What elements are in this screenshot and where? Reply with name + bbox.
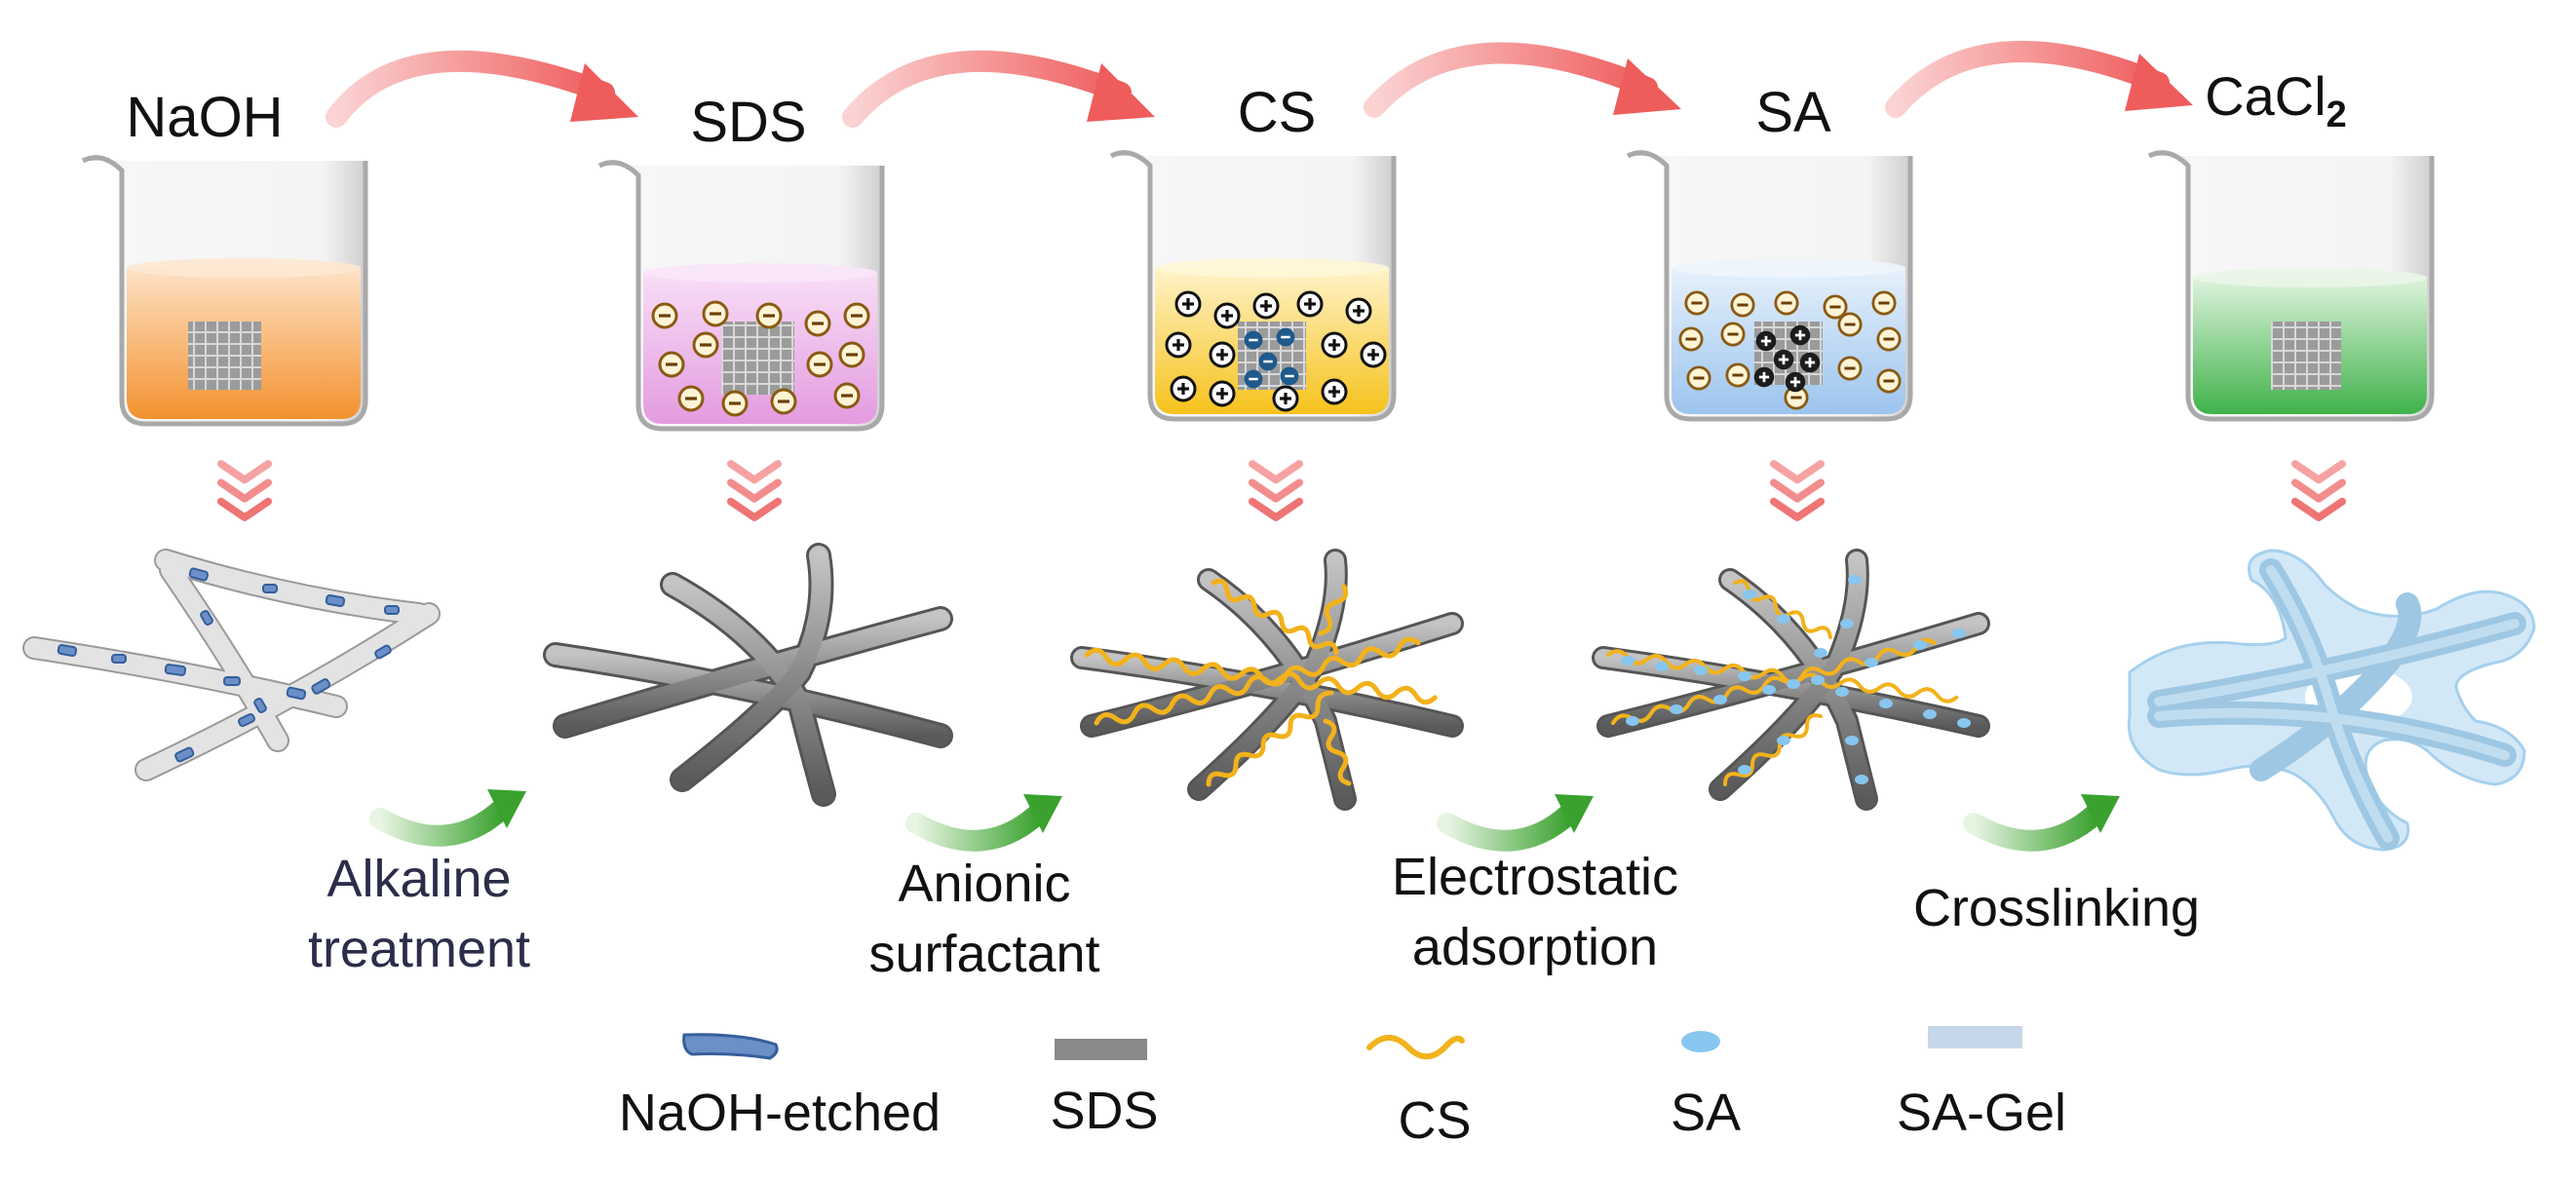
legend-label-sa-gel: SA-Gel [1897, 1084, 2066, 1142]
fiber-grid-gel [2127, 549, 2536, 852]
cs-chains [1084, 578, 1438, 787]
step-label-1: Alkaline treatment [308, 850, 530, 978]
step-label-4-line1: Crosslinking [1913, 879, 2200, 937]
legend-label-naoh-etched: NaOH-etched [619, 1084, 941, 1142]
legend-label-sds: SDS [1050, 1082, 1158, 1140]
gray-bar-swatch [1055, 1039, 1147, 1060]
step-arrow-2 [905, 794, 1062, 852]
step-label-3: Electrostatic adsorption [1392, 848, 1678, 976]
beaker-naoh [81, 155, 368, 427]
step-arrow-4 [1963, 794, 2120, 852]
legend-label-cs: CS [1398, 1091, 1471, 1150]
step-label-2-line2: surfactant [868, 925, 1099, 983]
fiber-grid-cs [1070, 549, 1464, 811]
reagent-label-cs: CS [1238, 81, 1317, 144]
process-arrow-3 [1364, 42, 1681, 118]
process-arrow-2 [842, 50, 1155, 128]
reagent-label-sds: SDS [690, 91, 806, 154]
process-arrow-4 [1885, 40, 2193, 118]
down-chevrons-4 [1774, 464, 1821, 517]
reagent-label-naoh: NaOH [126, 86, 283, 149]
step-label-1-line2: treatment [308, 920, 530, 978]
blue-dot-swatch [1681, 1031, 1720, 1052]
step-label-1-line1: Alkaline [327, 850, 511, 908]
fiber-grid-sds [543, 543, 953, 807]
beaker-cs [1109, 150, 1397, 422]
down-chevrons-2 [731, 464, 778, 517]
fiber-grid-etched [22, 549, 441, 781]
mesh-sample [721, 322, 794, 395]
step-label-3-line2: adsorption [1412, 918, 1658, 976]
down-chevrons-5 [2295, 464, 2342, 517]
legend-item-sa-gel: SA-Gel [1897, 1026, 2066, 1142]
legend-item-cs: CS [1366, 1035, 1472, 1150]
beaker-cacl2 [2147, 150, 2435, 422]
step-label-3-line1: Electrostatic [1392, 848, 1678, 906]
reagent-label-sa: SA [1755, 81, 1831, 144]
yellow-wave-swatch [1366, 1035, 1465, 1060]
mesh-sample [188, 322, 261, 390]
legend-item-naoh-etched: NaOH-etched [619, 1033, 941, 1142]
etched-patches [57, 567, 400, 763]
beaker-sa [1626, 150, 1913, 422]
step-arrow-1 [369, 789, 526, 847]
process-arrow-1 [326, 50, 638, 128]
step-arrow-3 [1437, 794, 1594, 852]
reagent-label-cacl2: CaCl2 [2205, 65, 2347, 135]
mesh-sample [2271, 322, 2341, 390]
beaker-sds [597, 160, 885, 432]
down-chevrons-1 [221, 464, 268, 517]
reagent-subscript: 2 [2326, 95, 2347, 135]
step-label-4: Crosslinking [1913, 879, 2200, 937]
gel-bar-swatch [1928, 1026, 2022, 1048]
legend-item-sa: SA [1671, 1031, 1741, 1142]
step-label-2-line1: Anionic [898, 855, 1070, 913]
fiber-grid-sa [1592, 549, 1990, 811]
etched-patch-swatch [682, 1033, 779, 1060]
reagent-formula: CaCl [2205, 65, 2326, 127]
legend-label-sa: SA [1671, 1084, 1741, 1142]
step-label-2: Anionic surfactant [868, 855, 1099, 983]
legend-item-sds: SDS [1050, 1039, 1159, 1140]
legend: NaOH-etched SDS CS SA SA-Gel [619, 1026, 2066, 1150]
sa-dots [1621, 575, 1971, 784]
down-chevrons-3 [1252, 464, 1299, 517]
